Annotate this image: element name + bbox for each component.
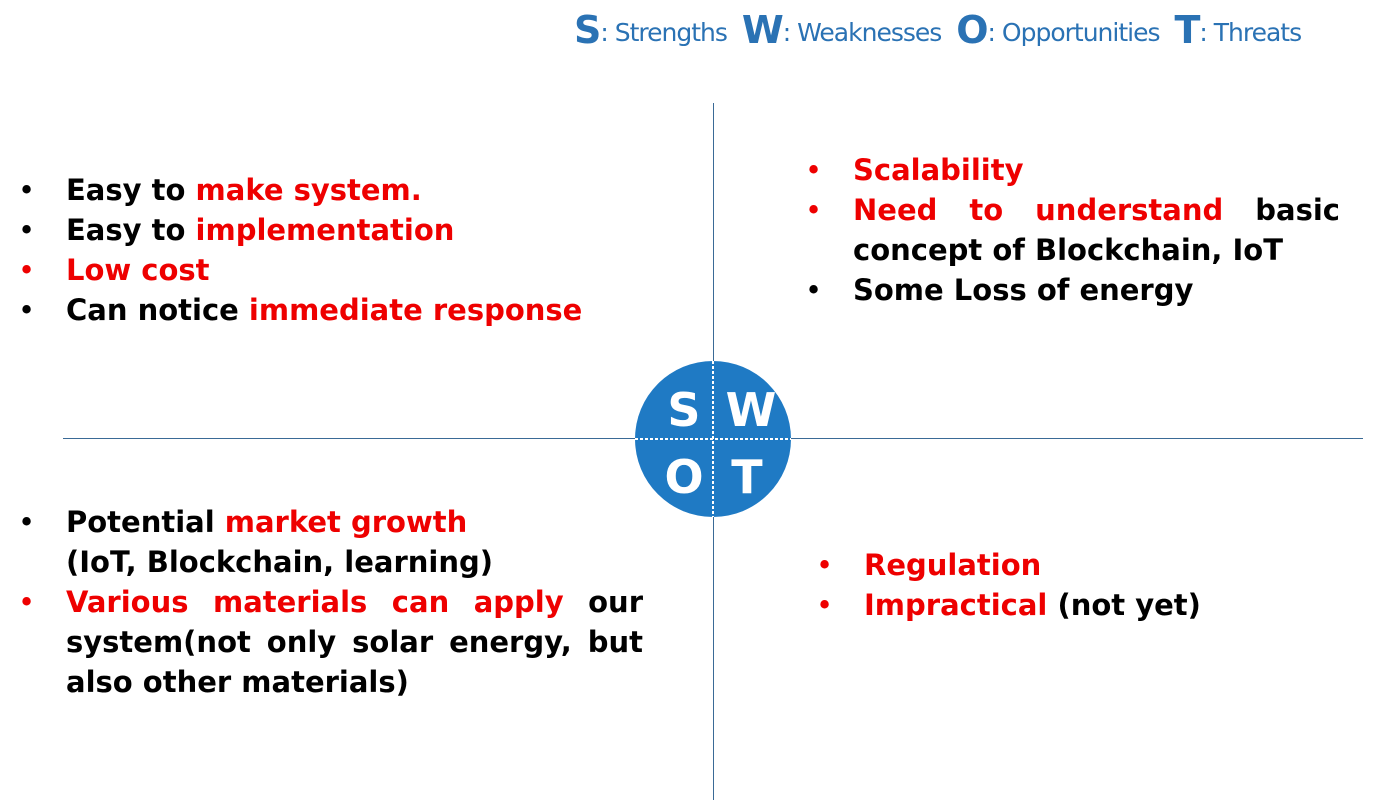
- legend-o-letter: O: [956, 8, 988, 52]
- swot-circle-logo: S W O T: [635, 361, 791, 517]
- opportunities-item-highlight: market growth: [224, 505, 468, 539]
- legend-t-letter: T: [1174, 8, 1200, 52]
- swot-legend: S: Strengths W: Weaknesses O: Opportunit…: [574, 8, 1309, 52]
- weaknesses-list: Scalability Need to understand basic con…: [805, 150, 1340, 310]
- weaknesses-item-text: Some Loss of energy: [853, 273, 1194, 307]
- threats-item-highlight: Impractical: [864, 588, 1048, 622]
- weaknesses-item: Scalability: [805, 150, 1340, 190]
- strengths-item-highlight: immediate response: [248, 293, 583, 327]
- circle-o-letter: O: [664, 450, 703, 504]
- weaknesses-item: Need to understand basic concept of Bloc…: [805, 190, 1340, 270]
- legend-w-letter: W: [741, 8, 784, 52]
- threats-item: Impractical (not yet): [816, 585, 1336, 625]
- strengths-item-text: Easy to: [66, 173, 196, 207]
- weaknesses-quadrant: Scalability Need to understand basic con…: [805, 150, 1340, 310]
- legend-opportunities-label: : Opportunities: [987, 18, 1161, 47]
- weaknesses-item-highlight: Scalability: [853, 153, 1024, 187]
- opportunities-item: Various materials can apply our system(n…: [18, 582, 643, 702]
- opportunities-item-subtext: (IoT, Blockchain, learning): [66, 545, 493, 579]
- circle-w-letter: W: [726, 383, 777, 437]
- opportunities-list: Potential market growth (IoT, Blockchain,…: [18, 502, 643, 702]
- weaknesses-item-highlight: Need to understand: [853, 193, 1224, 227]
- opportunities-item-highlight: Various materials can apply: [66, 585, 564, 619]
- strengths-item-highlight: implementation: [195, 213, 455, 247]
- strengths-quadrant: Easy to make system. Easy to implementat…: [18, 170, 658, 330]
- threats-item-text: (not yet): [1047, 588, 1201, 622]
- strengths-item: Can notice immediate response: [18, 290, 658, 330]
- strengths-item-text: Can notice: [66, 293, 249, 327]
- threats-item: Regulation: [816, 545, 1336, 585]
- opportunities-quadrant: Potential market growth (IoT, Blockchain,…: [18, 502, 643, 702]
- strengths-item-highlight: make system.: [195, 173, 422, 207]
- circle-t-letter: T: [731, 450, 763, 504]
- opportunities-item-text: our system(not only solar energy, but al…: [66, 585, 643, 699]
- circle-s-letter: S: [667, 383, 700, 437]
- legend-strengths-label: : Strengths: [600, 18, 728, 47]
- opportunities-item: Potential market growth (IoT, Blockchain,…: [18, 502, 643, 582]
- strengths-item-highlight: Low cost: [66, 253, 210, 287]
- threats-quadrant: Regulation Impractical (not yet): [816, 545, 1336, 625]
- strengths-item: Low cost: [18, 250, 658, 290]
- opportunities-item-text: Potential: [66, 505, 225, 539]
- strengths-item: Easy to implementation: [18, 210, 658, 250]
- legend-s-letter: S: [574, 8, 601, 52]
- threats-item-highlight: Regulation: [864, 548, 1042, 582]
- legend-weaknesses-label: : Weaknesses: [782, 18, 942, 47]
- weaknesses-item-text: basic concept of Blockchain, IoT: [853, 193, 1340, 267]
- legend-threats-label: : Threats: [1199, 18, 1302, 47]
- weaknesses-item: Some Loss of energy: [805, 270, 1340, 310]
- strengths-item-text: Easy to: [66, 213, 196, 247]
- threats-list: Regulation Impractical (not yet): [816, 545, 1336, 625]
- strengths-list: Easy to make system. Easy to implementat…: [18, 170, 658, 330]
- strengths-item: Easy to make system.: [18, 170, 658, 210]
